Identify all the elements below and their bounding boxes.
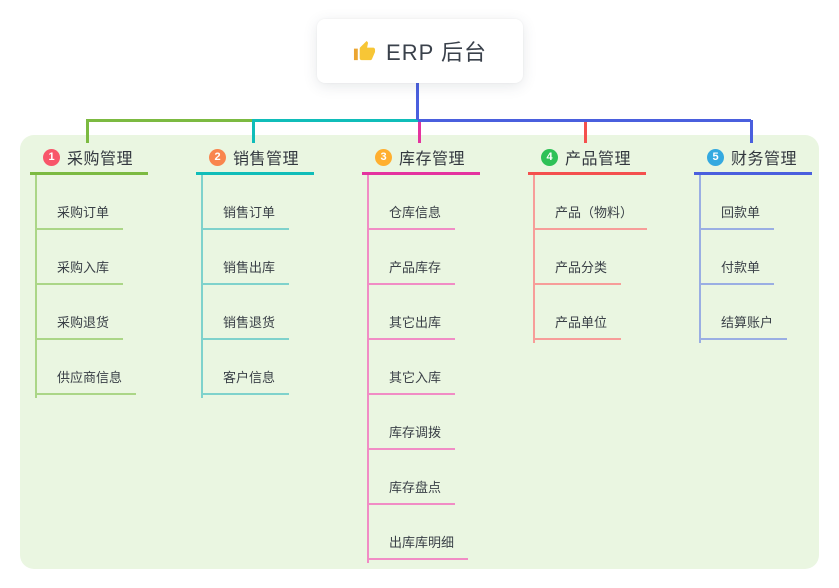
root-node[interactable]: ERP 后台 <box>317 19 523 83</box>
branch-header[interactable]: 3 库存管理 <box>362 142 480 175</box>
branch-children: 采购订单采购入库采购退货供应商信息 <box>35 175 148 395</box>
child-node[interactable]: 销售订单 <box>201 175 290 230</box>
branch-2: 2 销售管理销售订单销售出库销售退货客户信息 <box>196 142 314 398</box>
child-node[interactable]: 产品单位 <box>533 285 622 340</box>
connector-line <box>418 120 421 143</box>
child-node[interactable]: 仓库信息 <box>367 175 456 230</box>
branch-number-badge: 4 <box>541 148 558 166</box>
child-node[interactable]: 采购订单 <box>35 175 124 230</box>
branch-header[interactable]: 1 采购管理 <box>30 142 148 175</box>
branch-number-badge: 2 <box>209 148 226 166</box>
branch-child-connector <box>201 175 203 398</box>
child-node[interactable]: 供应商信息 <box>35 340 137 395</box>
branch-label: 销售管理 <box>233 151 300 168</box>
branch-label: 采购管理 <box>67 151 134 168</box>
branch-header[interactable]: 2 销售管理 <box>196 142 314 175</box>
connector-line <box>252 120 255 143</box>
connector-line <box>86 120 89 143</box>
connector-line <box>418 119 751 122</box>
child-node[interactable]: 付款单 <box>699 230 775 285</box>
branch-label: 库存管理 <box>399 151 466 168</box>
branch-child-connector <box>533 175 535 343</box>
child-node[interactable]: 产品库存 <box>367 230 456 285</box>
branch-children: 仓库信息产品库存其它出库其它入库库存调拨库存盘点出库库明细 <box>367 175 480 560</box>
root-title: ERP 后台 <box>386 40 487 65</box>
child-node[interactable]: 采购入库 <box>35 230 124 285</box>
branch-number-badge: 5 <box>707 148 724 166</box>
child-node[interactable]: 产品分类 <box>533 230 622 285</box>
child-node[interactable]: 销售退货 <box>201 285 290 340</box>
branch-label: 财务管理 <box>731 151 798 168</box>
child-node[interactable]: 产品（物料） <box>533 175 648 230</box>
child-node[interactable]: 出库库明细 <box>367 505 469 560</box>
connector-line <box>86 119 253 122</box>
child-node[interactable]: 结算账户 <box>699 285 788 340</box>
branch-number-badge: 3 <box>375 148 392 166</box>
branch-child-connector <box>367 175 369 563</box>
connector-line <box>750 120 753 143</box>
thumbs-up-icon <box>353 40 376 63</box>
branch-4: 4 产品管理产品（物料）产品分类产品单位 <box>528 142 648 343</box>
branch-header[interactable]: 4 产品管理 <box>528 142 646 175</box>
branch-children: 产品（物料）产品分类产品单位 <box>533 175 648 340</box>
branch-3: 3 库存管理仓库信息产品库存其它出库其它入库库存调拨库存盘点出库库明细 <box>362 142 480 563</box>
branch-child-connector <box>35 175 37 398</box>
child-node[interactable]: 库存调拨 <box>367 395 456 450</box>
child-node[interactable]: 采购退货 <box>35 285 124 340</box>
child-node[interactable]: 回款单 <box>699 175 775 230</box>
child-node[interactable]: 销售出库 <box>201 230 290 285</box>
branch-label: 产品管理 <box>565 151 632 168</box>
branch-5: 5 财务管理回款单付款单结算账户 <box>694 142 812 343</box>
branch-header[interactable]: 5 财务管理 <box>694 142 812 175</box>
branch-children: 销售订单销售出库销售退货客户信息 <box>201 175 314 395</box>
child-node[interactable]: 其它入库 <box>367 340 456 395</box>
connector-line <box>584 120 587 143</box>
branch-1: 1 采购管理采购订单采购入库采购退货供应商信息 <box>30 142 148 398</box>
child-node[interactable]: 其它出库 <box>367 285 456 340</box>
connector-line <box>252 119 419 122</box>
child-node[interactable]: 库存盘点 <box>367 450 456 505</box>
child-node[interactable]: 客户信息 <box>201 340 290 395</box>
branch-number-badge: 1 <box>43 148 60 166</box>
branch-children: 回款单付款单结算账户 <box>699 175 812 340</box>
branches-panel <box>20 135 819 569</box>
branch-child-connector <box>699 175 701 343</box>
connector-line <box>416 83 419 120</box>
